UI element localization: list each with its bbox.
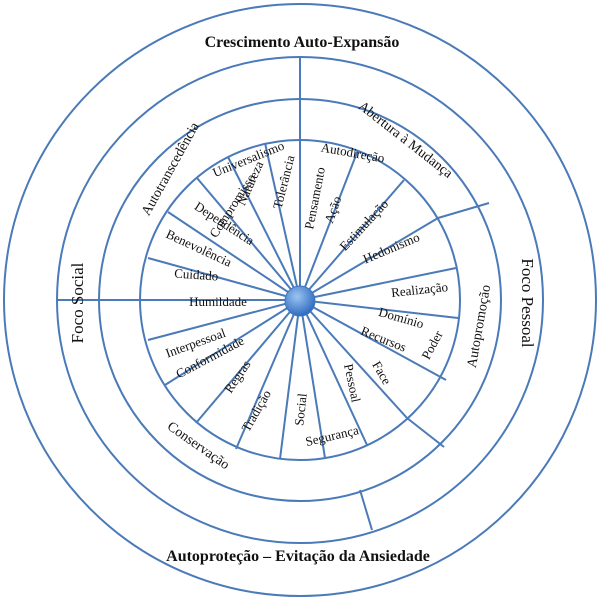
value-realizacao: Realização: [390, 279, 448, 300]
left-focus-label: Foco Social: [68, 262, 87, 343]
spoke: [147, 299, 301, 341]
conservation-label: Conservação: [164, 419, 232, 473]
spoke: [299, 267, 457, 301]
self-enhancement-label: Autopromoção: [465, 284, 494, 369]
spoke: [147, 257, 301, 301]
right-focus-label: Foco Pessoal: [518, 258, 537, 348]
value-hedonismo: Hedonismo: [361, 229, 422, 266]
spoke: [299, 217, 439, 301]
spoke: [227, 156, 301, 301]
openness-label: Abertura à Mudança: [355, 99, 456, 182]
value-cuidado: Cuidado: [174, 265, 219, 283]
spoke: [299, 179, 405, 301]
center-hub: [284, 285, 316, 317]
value-regras: Regras: [221, 357, 254, 395]
sector-dividers: [57, 57, 490, 531]
upper-right-divider: [437, 202, 490, 219]
value-seguranca: Segurança: [304, 422, 360, 449]
value-recursos: Recursos: [359, 323, 409, 355]
value-humildade: Humildade: [189, 294, 247, 309]
spoke: [299, 299, 408, 419]
spoke: [164, 299, 301, 386]
value-poder: Poder: [418, 327, 446, 361]
spokes: [140, 140, 459, 460]
spoke: [235, 299, 301, 450]
spoke: [299, 299, 459, 319]
spoke: [299, 299, 368, 446]
spoke: [299, 299, 326, 459]
outer-ring: [3, 3, 597, 597]
spoke: [264, 142, 301, 301]
bottom-divider: [359, 489, 373, 531]
top-title: Crescimento Auto-Expansão: [205, 34, 400, 51]
spoke: [196, 177, 301, 301]
value-acao: Ação: [321, 194, 344, 225]
value-tradicao: Tradição: [238, 387, 274, 434]
lower-right-divider: [406, 417, 445, 448]
spoke: [195, 299, 301, 424]
spoke: [299, 299, 447, 381]
value-face: Face: [369, 358, 394, 387]
value-dominio: Domínio: [377, 304, 426, 331]
spoke: [279, 299, 301, 460]
bottom-title: Autoproteção – Evitação da Ansiedade: [166, 548, 430, 565]
value-social: Social: [291, 392, 309, 426]
spoke: [299, 149, 359, 301]
spoke: [167, 211, 301, 301]
